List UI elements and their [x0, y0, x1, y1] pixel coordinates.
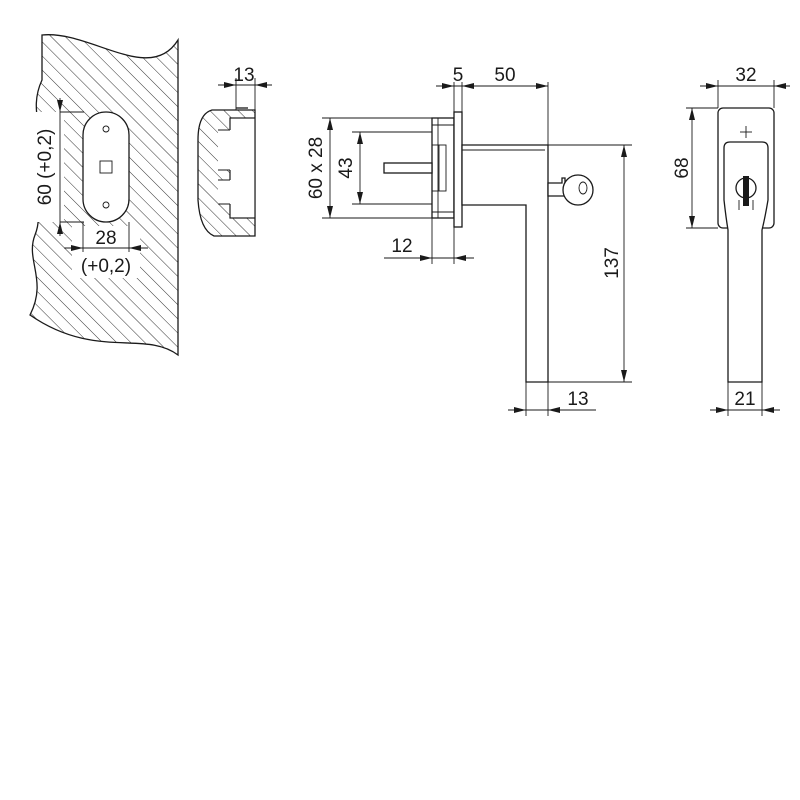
dim-handle-reach-label: 50: [494, 65, 515, 86]
dim-spindle-span-label: 43: [336, 157, 357, 178]
screw-hole-bottom: [102, 201, 110, 209]
dim-spindle-span: 43: [336, 131, 432, 205]
dim-rose-size: 60 x 28: [306, 117, 432, 219]
handle-lever: [461, 144, 549, 383]
cutout-slot: [82, 111, 130, 223]
dim-grip-width: 21: [710, 382, 780, 416]
screw-hole-top: [102, 125, 110, 133]
rose-base: [431, 117, 455, 219]
dim-handle-length-label: 137: [602, 247, 623, 279]
dim-rose-height: 68: [672, 107, 718, 229]
dim-spindle-length: 12: [384, 218, 474, 264]
dim-spindle-length-label: 12: [391, 236, 412, 257]
dim-mount-height-label: 60 (+0,2): [35, 129, 56, 206]
dim-plate-thickness-label: 5: [453, 65, 464, 86]
dim-mount-height: 60 (+0,2): [32, 98, 84, 236]
dim-rose-size-label: 60 x 28: [306, 137, 327, 199]
mounting-cutout-view: 60 (+0,2) 28 (+0,2): [29, 34, 179, 357]
handle-side-view: 5 50 60 x 28 43 12: [306, 65, 632, 416]
front-lever: [723, 141, 769, 383]
dim-front-width: 32: [700, 65, 790, 108]
cover-section-view: 13: [197, 65, 272, 237]
dim-grip-width-label: 21: [734, 389, 755, 410]
lock-cylinder-icon: [735, 176, 757, 210]
plus-icon: [740, 126, 752, 138]
dim-plate-and-reach: 5 50: [436, 65, 549, 145]
dim-grip-thickness-label: 13: [567, 389, 588, 410]
dim-cover-depth-label: 13: [233, 65, 254, 86]
spindle: [383, 162, 433, 174]
dim-mount-width-tolerance: (+0,2): [81, 256, 131, 277]
dim-rose-height-label: 68: [672, 157, 693, 178]
dim-mount-width: 28 (+0,2): [64, 222, 148, 278]
dim-mount-width-label: 28: [95, 228, 116, 249]
dim-front-width-label: 32: [735, 65, 756, 86]
rose-plate: [453, 111, 463, 228]
handle-front-view: 32 68 21: [672, 65, 790, 416]
key-icon: [547, 174, 594, 206]
spindle-square-hole: [99, 160, 113, 174]
dim-grip-thickness: 13: [508, 382, 596, 416]
dim-cover-depth: 13: [218, 65, 272, 110]
dim-handle-length: 137: [548, 144, 632, 383]
